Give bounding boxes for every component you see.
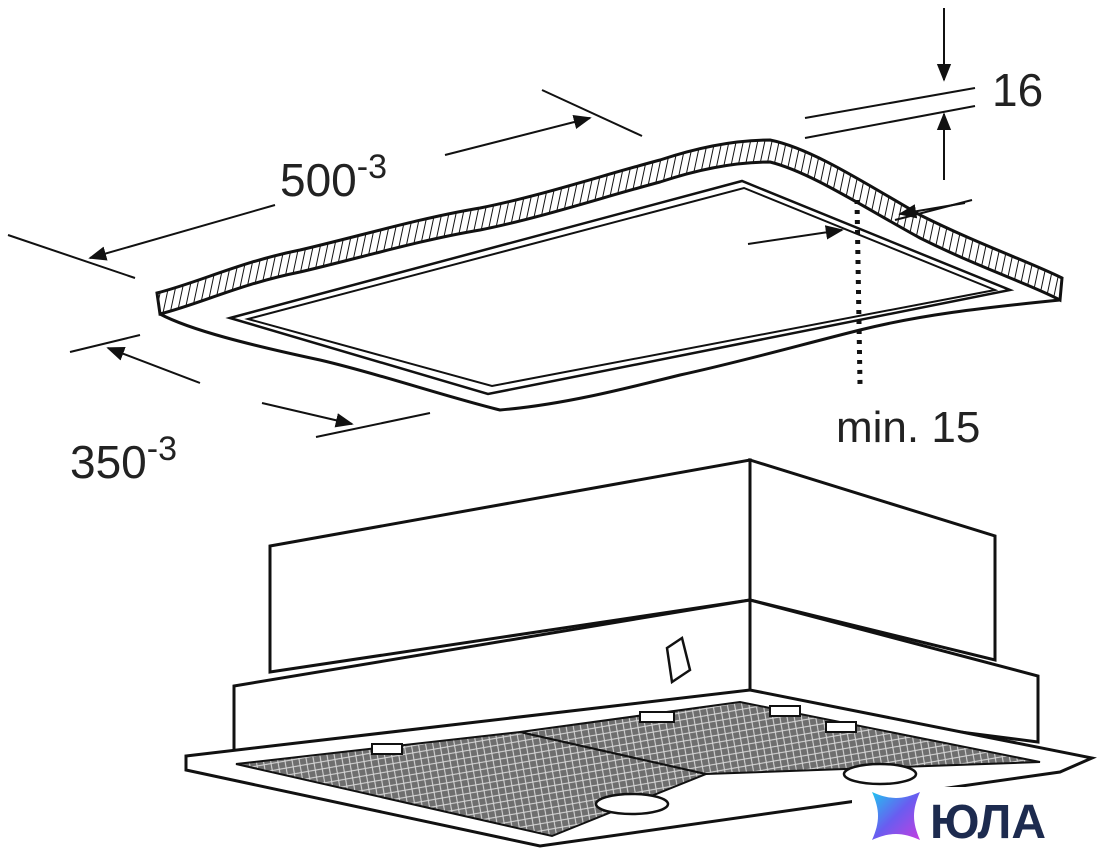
extension-line bbox=[7, 234, 136, 279]
filter-tab bbox=[769, 705, 801, 717]
extension-line bbox=[69, 334, 141, 353]
dimension-width: 350-3 bbox=[69, 334, 431, 488]
extension-line bbox=[804, 105, 976, 139]
dimension-arrow bbox=[444, 115, 592, 156]
dimension-length: 500-3 bbox=[7, 89, 643, 279]
dimension-arrow bbox=[261, 402, 354, 428]
thickness-label: 16 bbox=[992, 64, 1043, 116]
logo-text: ЮЛА bbox=[930, 796, 1046, 849]
dimension-arrow bbox=[88, 204, 276, 261]
length-label: 500-3 bbox=[280, 148, 387, 206]
ceiling-panel-underside bbox=[159, 298, 1061, 412]
extension-line bbox=[804, 87, 976, 119]
filter-tab bbox=[371, 743, 403, 755]
lamp bbox=[842, 762, 918, 786]
dimension-thickness: 16 bbox=[804, 8, 1043, 180]
lamp bbox=[594, 792, 670, 816]
hood-unit bbox=[184, 457, 1097, 848]
dimension-arrow bbox=[106, 347, 201, 384]
extension-line bbox=[541, 89, 643, 137]
hood-top-box-side bbox=[748, 457, 997, 662]
logo-icon bbox=[872, 792, 920, 840]
watermark-logo: ЮЛА bbox=[852, 787, 1100, 851]
dimension-arrow bbox=[898, 202, 966, 219]
filter-tab bbox=[639, 711, 675, 723]
min-edge-label: min. 15 bbox=[836, 403, 980, 452]
dimension-min-edge: min. 15 bbox=[747, 199, 980, 452]
dotted-guide bbox=[854, 199, 863, 385]
cutout-inner-edge bbox=[244, 186, 999, 388]
extension-line bbox=[315, 412, 431, 438]
mounting-clip bbox=[665, 635, 692, 685]
filter-tab bbox=[825, 721, 857, 733]
width-label: 350-3 bbox=[70, 430, 177, 488]
dimension-arrow bbox=[747, 225, 844, 245]
